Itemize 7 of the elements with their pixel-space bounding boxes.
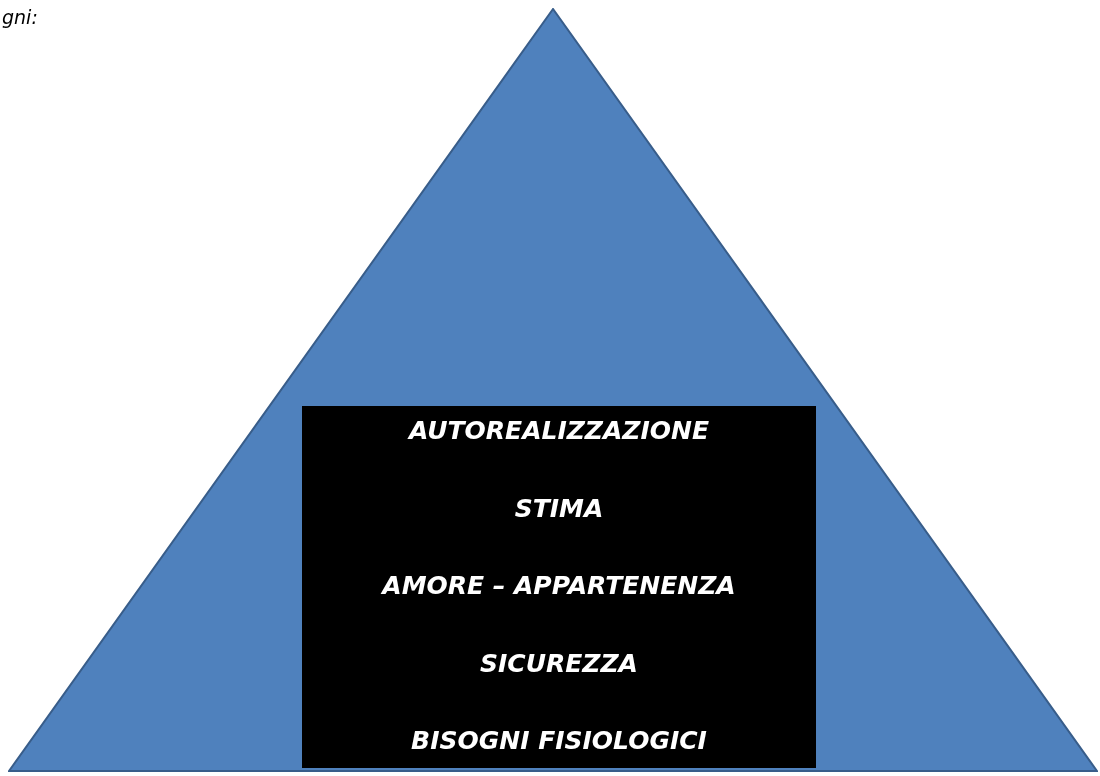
level-label: AMORE – APPARTENENZA xyxy=(382,571,736,601)
level-label: AUTOREALIZZAZIONE xyxy=(409,416,709,446)
level-label: STIMA xyxy=(514,493,604,524)
text-panel xyxy=(302,406,816,768)
note-text: gni: xyxy=(2,6,38,28)
level-label: BISOGNI FISIOLOGICI xyxy=(411,726,707,756)
level-label: SICUREZZA xyxy=(480,648,638,679)
